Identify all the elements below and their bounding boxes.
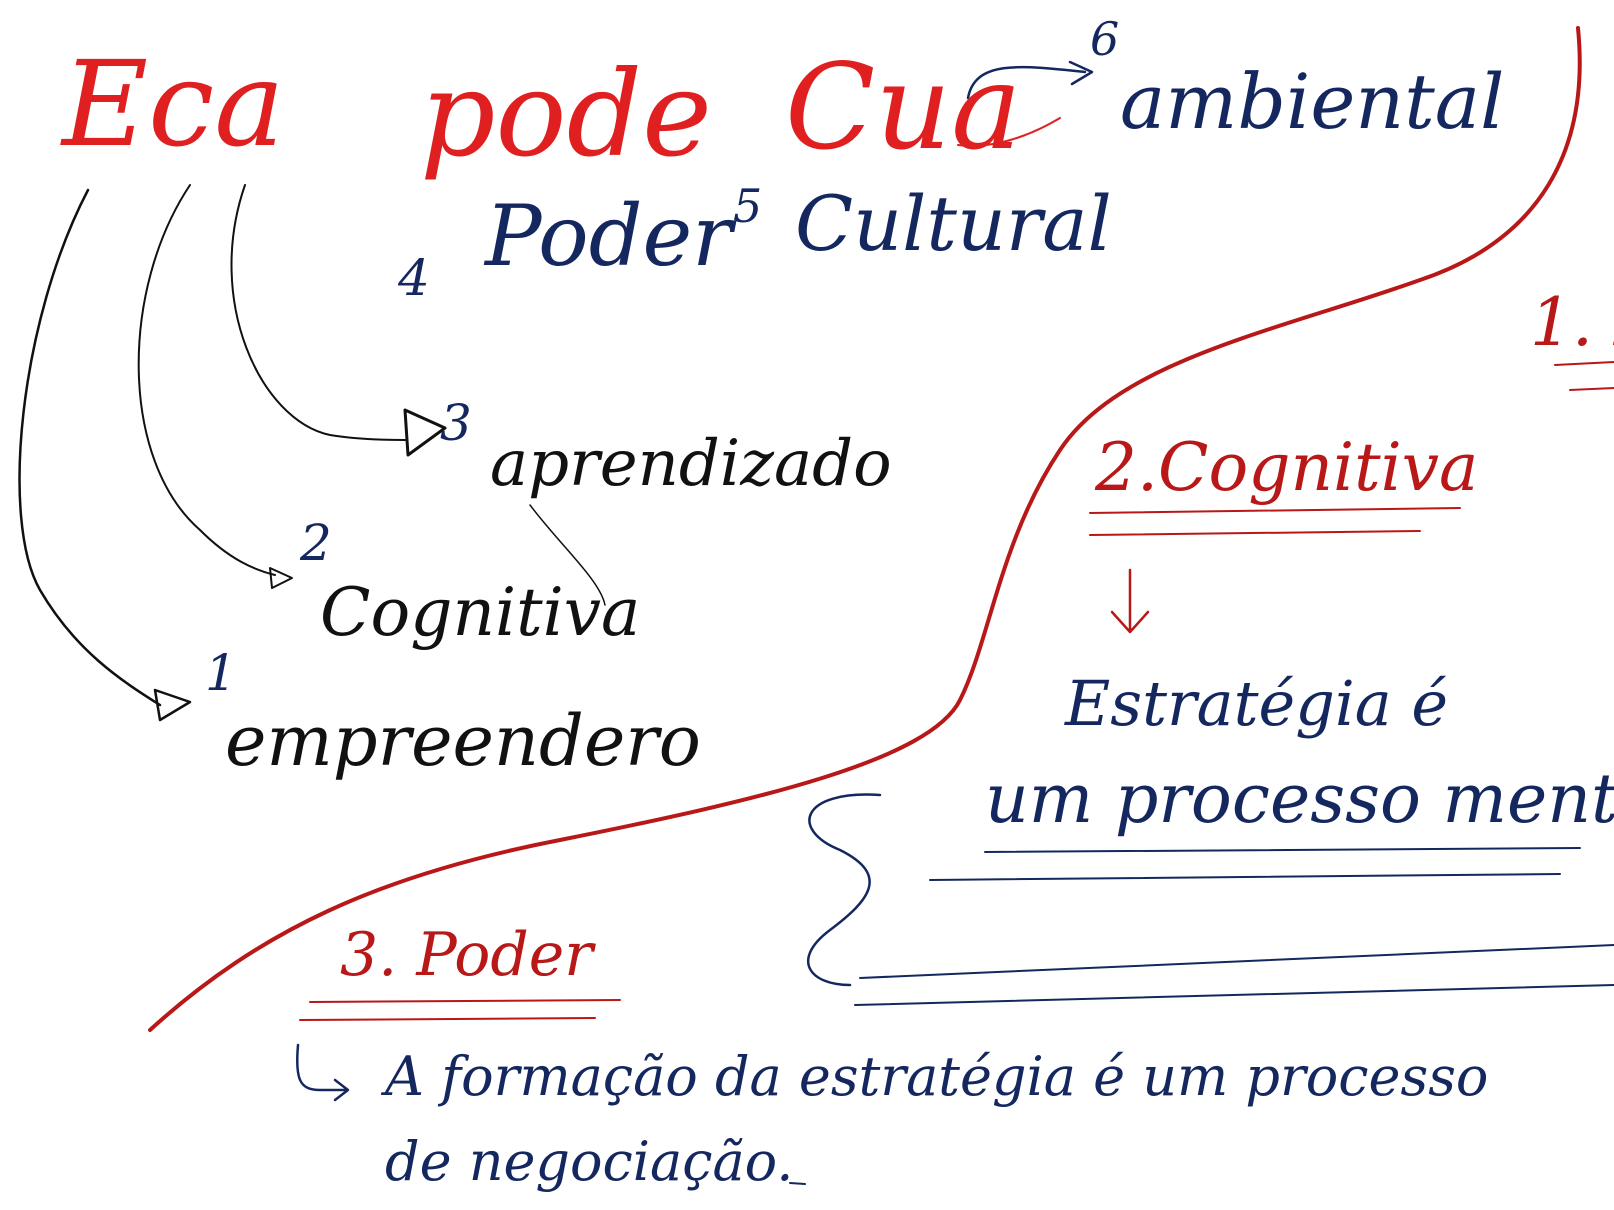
section2-heading: 2.Cognitiva xyxy=(1094,429,1478,506)
branch-label-empreendero: empreendero xyxy=(225,700,701,782)
s2-down-arrow xyxy=(1110,568,1150,634)
branch-label-aprendizado: aprendizado xyxy=(490,427,892,501)
cua-swoosh xyxy=(957,117,1061,147)
navy-brace xyxy=(807,793,882,987)
branch-number-4: 4 xyxy=(397,249,430,307)
s1-underline xyxy=(1554,361,1614,391)
section3-line2: de negociação. xyxy=(385,1130,793,1193)
section2-line2: um processo mental xyxy=(985,760,1614,839)
section3-heading: 3. Poder xyxy=(340,920,596,990)
red-divider-curve xyxy=(148,26,1582,1032)
arrow-to-cognitiva xyxy=(137,184,276,576)
branch-label-cognitiva: Cognitiva xyxy=(320,574,640,651)
navy-lines xyxy=(854,944,1614,1006)
branch-label-poder: Poder xyxy=(483,187,737,285)
arrow-head-2 xyxy=(269,567,293,589)
arrow-to-aprendizado xyxy=(230,184,406,441)
section1-heading: 1. E xyxy=(1530,284,1614,361)
s3-underline xyxy=(299,999,621,1021)
section2-line1: Estratégia é xyxy=(1064,667,1448,740)
title-word-pode: pode xyxy=(420,45,712,183)
arrow-head-6 xyxy=(1068,60,1094,86)
s2-text-underline xyxy=(929,847,1581,881)
arrow-head-1 xyxy=(153,688,192,722)
s3-bullet-arrow xyxy=(296,1043,350,1102)
arrow-to-ambiental xyxy=(966,65,1087,100)
title-word-eca: Eca xyxy=(60,35,285,173)
branch-number-2: 2 xyxy=(299,514,332,572)
arrow-head-3 xyxy=(403,408,447,457)
s2-underline xyxy=(1089,507,1461,536)
branch-number-6: 6 xyxy=(1090,12,1119,66)
section3-line1: A formação da estratégia é um processo xyxy=(380,1045,1488,1108)
branch-number-1: 1 xyxy=(205,644,237,702)
branch-label-cultural: Cultural xyxy=(795,179,1112,268)
connector-aprendizado-cognitiva xyxy=(529,504,606,606)
branch-label-ambiental: ambiental xyxy=(1120,57,1504,146)
arrow-to-empreendero xyxy=(18,188,162,707)
trailing-mark xyxy=(789,1182,806,1185)
branch-number-3: 3 xyxy=(440,394,472,452)
title-word-cua: Cua xyxy=(785,38,1022,176)
branch-number-5: 5 xyxy=(733,179,762,233)
